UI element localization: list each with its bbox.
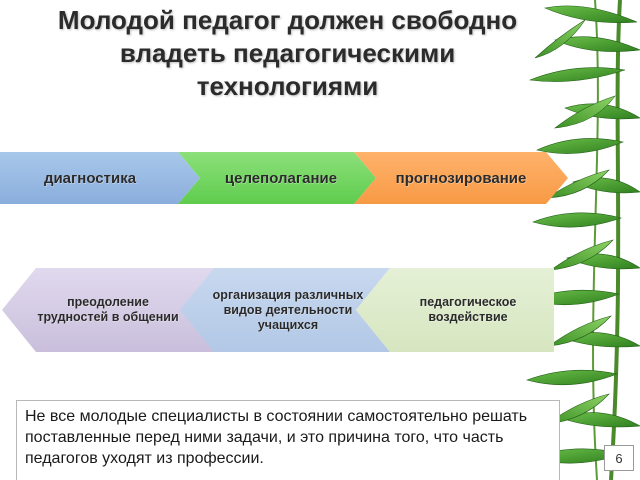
chevron-goal-setting: целеполагание	[178, 152, 376, 204]
chevron-forecasting: прогнозирование	[354, 152, 568, 204]
chevron-label: педагогическое воздействие	[386, 295, 550, 325]
chevron-label: целеполагание	[225, 170, 337, 187]
note-text: Не все молодые специалисты в состоянии с…	[25, 408, 527, 467]
chevron-influence: педагогическое воздействие	[356, 268, 554, 352]
chevron-label: прогнозирование	[396, 170, 527, 187]
slide-number-text: 6	[615, 451, 622, 466]
chevron-label: организация различных видов деятельности…	[210, 288, 366, 333]
note-text-box: Не все молодые специалисты в состоянии с…	[16, 400, 560, 480]
chevron-label: преодоление трудностей в общении	[30, 295, 186, 325]
slide-number: 6	[604, 445, 634, 471]
title-line: технологиями	[10, 70, 565, 103]
chevron-label: диагностика	[44, 170, 136, 187]
title-line: Молодой педагог должен свободно	[10, 4, 565, 37]
chevron-diagnostics: диагностика	[0, 152, 200, 204]
title-line: владеть педагогическими	[10, 37, 565, 70]
slide-title: Молодой педагог должен свободно владеть …	[10, 4, 565, 103]
